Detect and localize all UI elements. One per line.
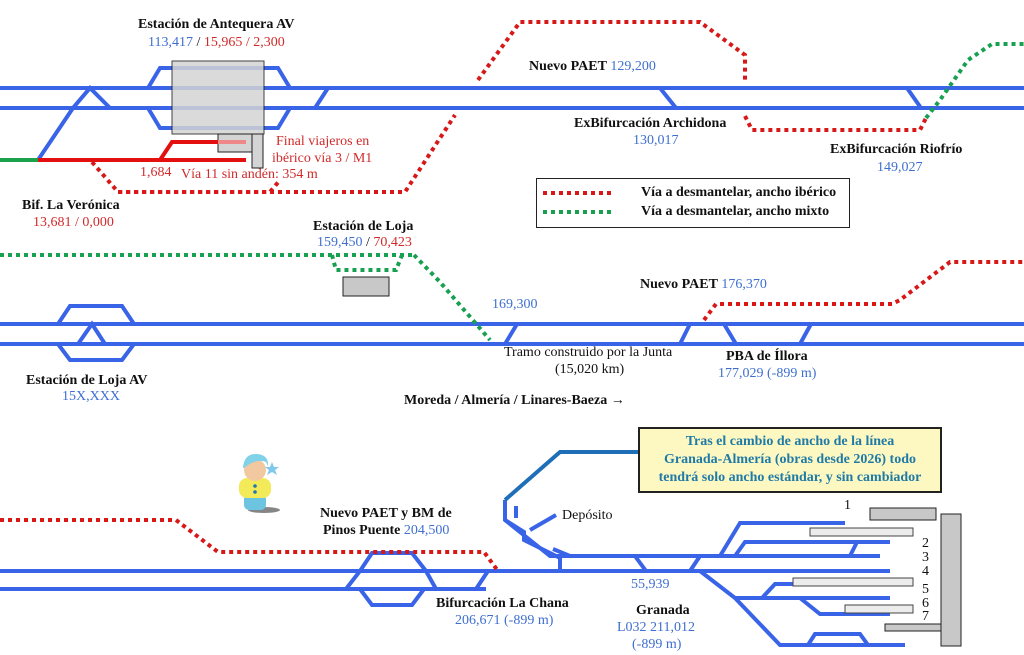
granada-track-number: 7 [922,609,929,624]
granada-track-number: 5 [922,582,929,597]
junta-line1: Tramo construido por la Junta [504,345,673,360]
riofrio-km: 149,027 [877,160,923,175]
antequera-km-blue: 113,417 [148,35,193,50]
paet-176-km: 176,370 [721,277,767,292]
illora-name: PBA de Íllora [726,349,808,364]
pinos-puente-name: Pinos Puente [323,523,401,538]
pinos-puente-line1: Nuevo PAET y BM de [320,506,452,521]
loja-station-km: 159,450 / 70,423 [317,235,412,251]
via-11-label: Vía 11 sin andén: 354 m [181,167,318,182]
legend-swatch-red [543,191,613,195]
deposito-label: Depósito [562,508,613,523]
row3-main-tracks [0,500,905,647]
antequera-km-red: 15,965 / 2,300 [203,35,285,50]
pinos-puente-line2: Pinos Puente 204,500 [323,523,449,539]
dismantle-iberian-row1 [90,20,928,194]
loja-av-name: Estación de Loja AV [26,373,148,388]
final-viajeros-line2: ibérico vía 3 / M1 [272,151,373,166]
antequera-station-name: Estación de Antequera AV [138,17,295,32]
paet-129-label: Nuevo PAET 129,200 [529,59,656,75]
antequera-building [171,60,265,169]
granada-station-platforms [792,507,962,647]
toy-figure-icon [232,448,282,514]
final-viajeros-line1: Final viajeros en [276,134,370,149]
pinos-puente-km: 204,500 [403,523,450,538]
direction-label: Moreda / Almería / Linares-Baeza → [404,393,625,408]
granada-km-line1: L032 211,012 [617,620,696,635]
note-line2: Granada-Almería (obras desde 2026) todo [664,452,916,467]
loja-km-blue: 159,450 [317,235,363,250]
granada-track-number: 3 [922,550,929,565]
loja-km-red: 70,423 [373,235,412,250]
archidona-name: ExBifurcación Archidona [574,116,727,131]
granada-track-number: 6 [922,596,929,611]
paet-176-label: Nuevo PAET 176,370 [640,277,767,293]
legend: Vía a desmantelar, ancho ibérico Vía a d… [536,178,850,228]
paet-176-name: Nuevo PAET [640,277,718,292]
loja-av-km: 15X,XXX [62,389,120,404]
legend-label: Vía a desmantelar, ancho mixto [641,204,830,219]
illora-km: 177,029 (-899 m) [718,366,817,381]
granada-track-number: 4 [922,564,929,579]
veronica-km: 13,681 / 0,000 [33,215,114,230]
legend-swatch-green [543,210,613,214]
km-separator: / [192,35,204,50]
km-55939-label: 55,939 [631,577,670,592]
loja-building [342,276,390,297]
dismantle-iberian-row2 [702,260,1024,322]
granada-link-track [503,450,640,502]
riofrio-name: ExBifurcación Riofrío [830,142,963,157]
km-169-label: 169,300 [492,297,538,312]
paet-129-km: 129,200 [610,59,656,74]
dismantle-mixed-row2 [0,253,492,342]
antequera-station-km: 113,417 / 15,965 / 2,300 [148,35,285,51]
km-1684-label: 1,684 [140,165,172,180]
loja-station-name: Estación de Loja [313,219,414,234]
note-line1: Tras el cambio de ancho de la línea [685,434,895,449]
row2-main-tracks [0,304,1024,362]
note-line3: tendrá solo ancho estándar, y sin cambia… [658,470,922,485]
granada-track-number: 2 [922,536,929,551]
legend-item-iberian: Vía a desmantelar, ancho ibérico [543,184,836,202]
paet-129-name: Nuevo PAET [529,59,607,74]
la-chana-km: 206,671 (-899 m) [455,613,554,628]
legend-item-mixed: Vía a desmantelar, ancho mixto [543,203,829,221]
veronica-name: Bif. La Verónica [22,198,120,213]
granada-name: Granada [636,603,690,618]
dismantle-iberian-row3 [0,518,500,573]
archidona-km: 130,017 [633,133,679,148]
granada-km-line2: (-899 m) [632,637,682,652]
gauge-change-note: Tras el cambio de ancho de la línea Gran… [638,427,942,493]
la-chana-name: Bifurcación La Chana [436,596,569,611]
junta-line2: (15,020 km) [555,362,625,377]
granada-track-number: 1 [844,498,851,513]
km-separator: / [362,235,374,250]
legend-label: Vía a desmantelar, ancho ibérico [641,185,837,200]
iberian-tracks-antequera [0,140,246,162]
